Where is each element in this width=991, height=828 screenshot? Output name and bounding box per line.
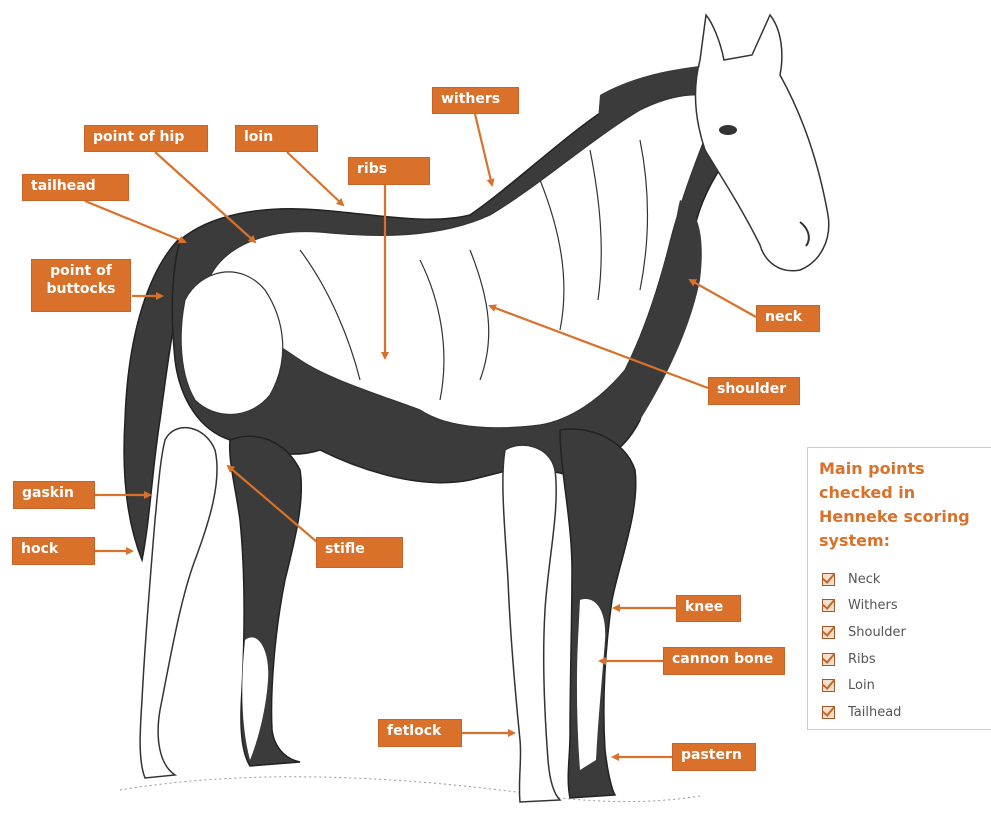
horse-eye	[719, 125, 737, 135]
legend-item: Ribs	[822, 646, 906, 673]
label-ribs: ribs	[348, 157, 430, 185]
checkbox-checked-icon	[822, 679, 835, 692]
label-stifle: stifle	[316, 537, 403, 568]
checkbox-checked-icon	[822, 573, 835, 586]
henneke-legend: Main points checked in Henneke scoring s…	[807, 447, 991, 730]
legend-item: Loin	[822, 672, 906, 699]
checkbox-checked-icon	[822, 599, 835, 612]
legend-item-label: Withers	[848, 598, 898, 613]
label-neck: neck	[756, 305, 820, 332]
label-hock: hock	[12, 537, 95, 565]
label-gaskin: gaskin	[13, 481, 95, 509]
loin-arrow	[287, 152, 343, 205]
label-point-of-buttocks: point of buttocks	[31, 259, 131, 312]
legend-item-label: Neck	[848, 572, 880, 587]
label-tailhead: tailhead	[22, 174, 129, 201]
label-point-of-hip: point of hip	[84, 125, 208, 152]
legend-item-label: Shoulder	[848, 625, 906, 640]
label-fetlock: fetlock	[378, 719, 462, 747]
label-pastern: pastern	[672, 743, 756, 771]
legend-item-label: Loin	[848, 678, 875, 693]
label-shoulder: shoulder	[708, 377, 800, 405]
legend-list: Neck Withers Shoulder Ribs Loin Tailhead	[822, 566, 906, 726]
neck-arrow	[690, 280, 756, 317]
checkbox-checked-icon	[822, 626, 835, 639]
tailhead-arrow	[85, 201, 185, 242]
label-loin: loin	[235, 125, 318, 152]
withers-arrow	[475, 114, 492, 185]
legend-item-label: Tailhead	[848, 705, 901, 720]
checkbox-checked-icon	[822, 706, 835, 719]
legend-item-label: Ribs	[848, 652, 876, 667]
legend-title: Main points checked in Henneke scoring s…	[819, 457, 989, 553]
horse-front-leg-left	[503, 445, 560, 802]
checkbox-checked-icon	[822, 653, 835, 666]
legend-item: Withers	[822, 593, 906, 620]
legend-item: Tailhead	[822, 699, 906, 726]
label-knee: knee	[676, 595, 741, 622]
legend-item: Neck	[822, 566, 906, 593]
legend-item: Shoulder	[822, 619, 906, 646]
horse-hindquarter-light	[181, 272, 283, 415]
label-cannon-bone: cannon bone	[663, 647, 785, 675]
label-withers: withers	[432, 87, 519, 114]
horse-hind-leg-right	[230, 436, 302, 766]
